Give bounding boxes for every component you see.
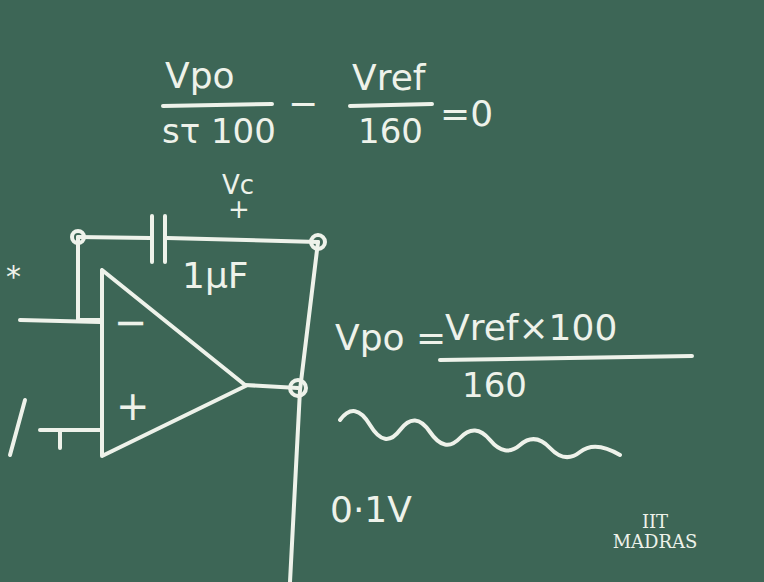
ripple-sketch bbox=[340, 411, 620, 457]
wire bbox=[10, 400, 100, 455]
chalk-label: Vc bbox=[222, 172, 254, 198]
chalk-label: 1μF bbox=[182, 258, 249, 294]
op-amp-triangle: −+ bbox=[100, 268, 248, 458]
fraction-bar bbox=[350, 104, 432, 106]
chalk-label: Vpo = bbox=[335, 320, 446, 356]
chalk-label: 160 bbox=[462, 368, 527, 402]
chalk-label: Vref×100 bbox=[445, 310, 617, 346]
wire bbox=[167, 238, 318, 242]
fraction-bar bbox=[163, 104, 272, 106]
chalk-label: Vpo bbox=[165, 58, 235, 94]
chalk-label: − bbox=[288, 86, 318, 122]
wire bbox=[20, 320, 100, 322]
chalk-label: * bbox=[6, 262, 21, 292]
terminal-sign: + bbox=[116, 386, 150, 426]
chalk-label: Vref bbox=[352, 60, 425, 96]
wire bbox=[290, 242, 318, 582]
wire bbox=[78, 237, 150, 238]
watermark: IIT MADRAS bbox=[610, 512, 700, 552]
junction-dot bbox=[311, 235, 325, 249]
wire bbox=[78, 237, 100, 320]
terminal-sign: − bbox=[114, 302, 148, 342]
fraction-bar bbox=[440, 356, 692, 360]
junction-dot bbox=[290, 380, 306, 396]
op-amp-outline bbox=[100, 268, 248, 458]
capacitor-plate bbox=[150, 216, 154, 262]
chalk-label: =0 bbox=[440, 96, 493, 132]
chalk-label: 160 bbox=[358, 114, 423, 148]
chalk-label: sτ 100 bbox=[162, 114, 276, 148]
chalk-label: 0·1V bbox=[330, 492, 412, 528]
chalk-label: + bbox=[228, 196, 250, 222]
junction-dot bbox=[72, 231, 84, 243]
